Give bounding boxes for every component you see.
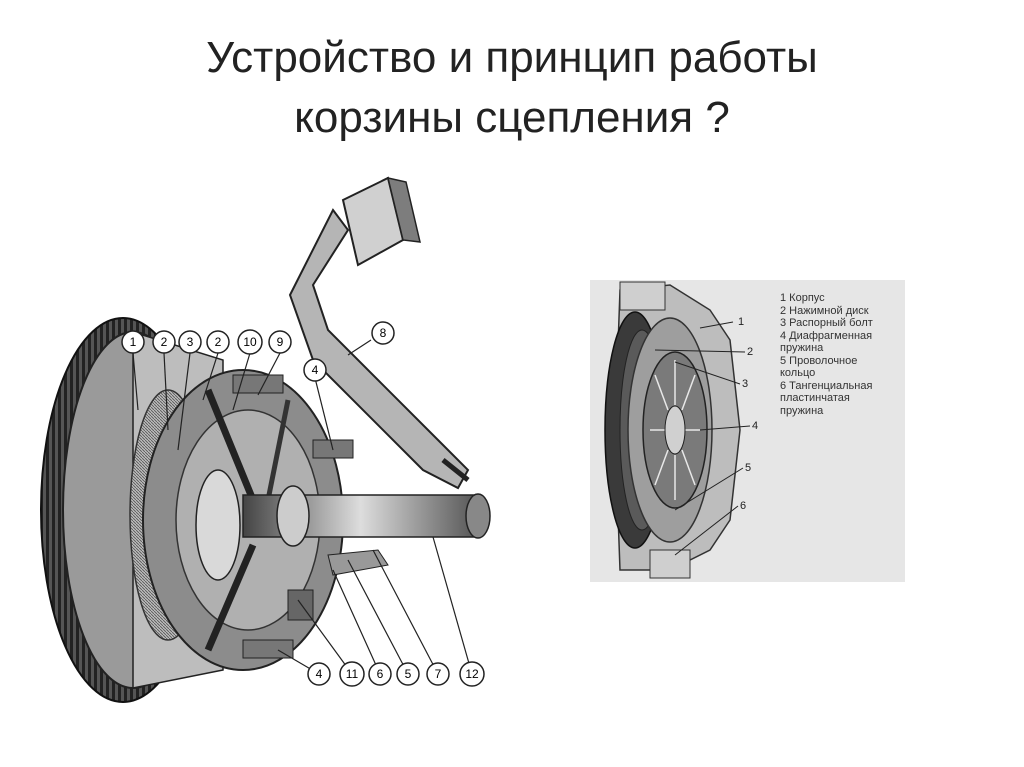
callout-bottom-4: 5 <box>396 662 420 686</box>
diaphragm-callout-5: 5 <box>745 462 751 474</box>
clutch-callouts: 1 2 3 2 10 9 8 4 4 11 6 5 7 12 <box>121 321 485 687</box>
clutch-assembly-illustration <box>40 176 491 703</box>
callout-top-4: 2 <box>206 330 230 354</box>
diaphragm-clutch-diagram: 1 2 3 4 5 6 1 Корпус 2 Нажимной диск 3 Р… <box>590 280 905 582</box>
callout-top-4-label: 2 <box>215 335 222 349</box>
callout-bottom-1-label: 4 <box>316 667 323 681</box>
callout-upper-4-label: 4 <box>312 363 319 377</box>
diaphragm-callout-3: 3 <box>742 378 748 390</box>
callout-top-2: 2 <box>152 330 176 354</box>
callout-pedal: 8 <box>371 321 395 345</box>
diaphragm-legend: 1 Корпус 2 Нажимной диск 3 Распорный бол… <box>780 292 900 417</box>
callout-top-3-label: 3 <box>187 335 194 349</box>
callout-bottom-5: 7 <box>426 662 450 686</box>
callout-pedal-label: 8 <box>380 326 387 340</box>
callout-top-1: 1 <box>121 330 145 354</box>
title-line-2: корзины сцепления ? <box>294 93 730 142</box>
clutch-assembly-diagram: 1 2 3 2 10 9 8 4 4 11 6 5 7 12 <box>28 170 508 730</box>
callout-bottom-3: 6 <box>368 662 392 686</box>
legend-item-1: 1 Корпус <box>780 292 825 304</box>
diaphragm-callout-6: 6 <box>740 500 746 512</box>
callout-bottom-5-label: 7 <box>435 667 442 681</box>
diaphragm-clutch-illustration <box>604 281 751 579</box>
callout-bottom-4-label: 5 <box>405 667 412 681</box>
callout-bottom-2: 11 <box>339 661 365 687</box>
callout-bottom-3-label: 6 <box>377 667 384 681</box>
callout-bottom-2-label: 11 <box>346 667 359 681</box>
clutch-pedal-arm <box>288 208 470 490</box>
legend-item-4: 4 Диафрагменная пружина <box>780 329 873 355</box>
callout-top-1-label: 1 <box>130 335 137 349</box>
callout-top-5: 10 <box>237 329 263 355</box>
callout-upper-4: 4 <box>303 358 327 382</box>
callout-top-5-label: 10 <box>243 335 257 349</box>
legend-item-5: 5 Проволочное кольцо <box>780 354 858 380</box>
diaphragm-callout-2: 2 <box>747 346 753 358</box>
legend-item-3: 3 Распорный болт <box>780 317 873 329</box>
callout-top-6: 9 <box>268 330 292 354</box>
callout-bottom-6-label: 12 <box>465 667 479 681</box>
callout-top-6-label: 9 <box>277 335 284 349</box>
diaphragm-callouts: 1 2 3 4 5 6 <box>738 316 758 512</box>
diaphragm-callout-4: 4 <box>752 420 758 432</box>
title-line-1: Устройство и принцип работы <box>206 33 818 82</box>
callout-bottom-6: 12 <box>459 661 485 687</box>
legend-item-6: 6 Тангенциальная пластинчатая пружина <box>780 379 873 417</box>
callout-top-3: 3 <box>178 330 202 354</box>
legend-item-2: 2 Нажимной диск <box>780 304 869 317</box>
diaphragm-callout-1: 1 <box>738 316 744 328</box>
callout-bottom-1: 4 <box>307 662 331 686</box>
release-fork <box>327 549 389 576</box>
slide-title: Устройство и принцип работы корзины сцеп… <box>0 28 1024 148</box>
callout-top-2-label: 2 <box>161 335 168 349</box>
